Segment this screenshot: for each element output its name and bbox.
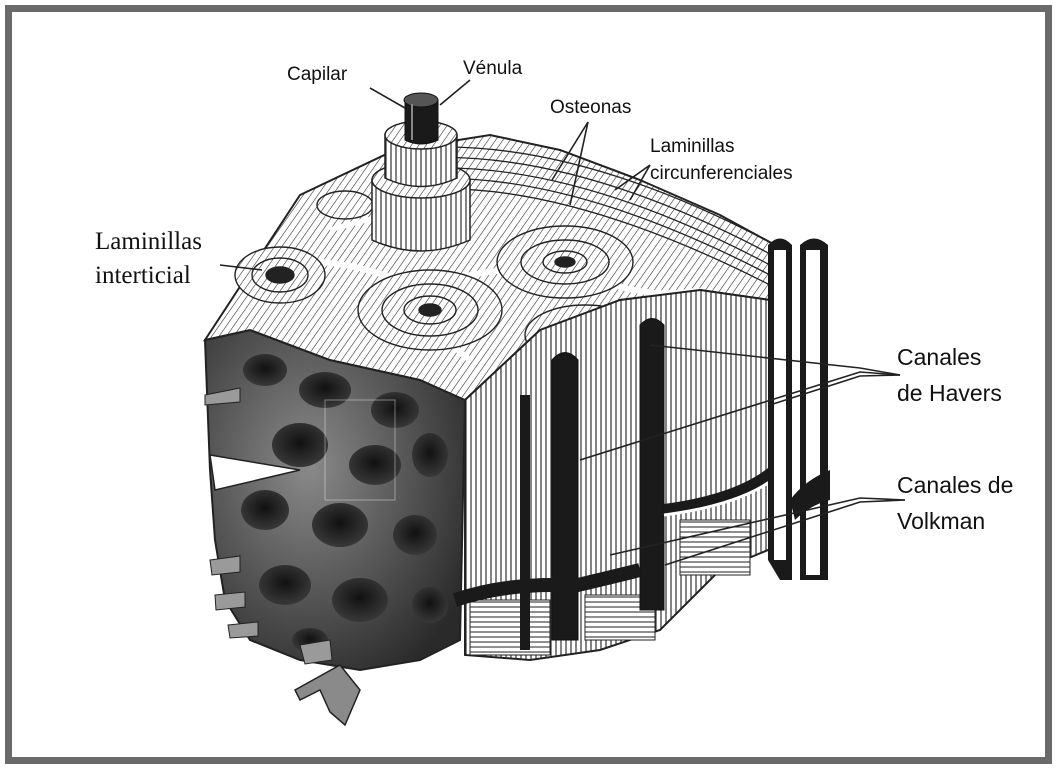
label-capilar: Capilar — [287, 64, 347, 86]
label-laminillas-circ-line1: Laminillas — [650, 136, 734, 158]
label-volkman-line1: Canales de — [897, 472, 1013, 498]
label-volkman-line2: Volkman — [897, 508, 985, 534]
label-osteonas: Osteonas — [550, 97, 631, 119]
label-havers-line1: Canales — [897, 344, 981, 370]
label-venula: Vénula — [463, 58, 522, 80]
label-havers-line2: de Havers — [897, 380, 1002, 406]
label-laminillas-circ-line2: circunferenciales — [650, 163, 793, 185]
osteon-cylinder — [372, 93, 470, 251]
spongy-bone — [205, 330, 465, 725]
label-laminillas-int-line2: interticial — [95, 262, 191, 291]
label-laminillas-int-line1: Laminillas — [95, 228, 202, 257]
